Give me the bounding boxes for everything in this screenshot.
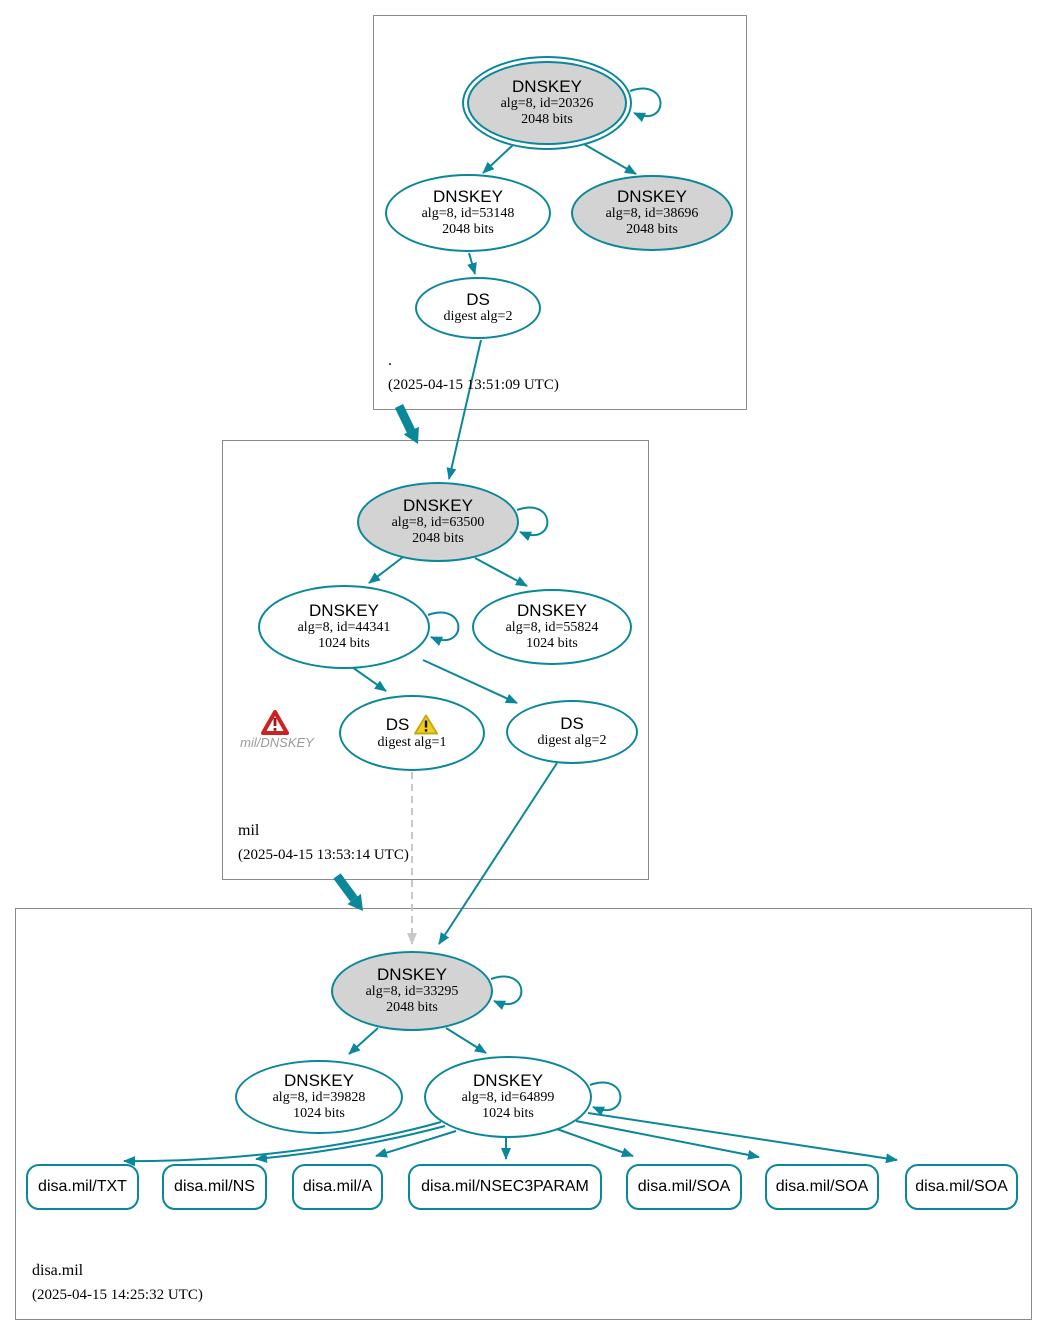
zone-timestamp-disa-mil: (2025-04-15 14:25:32 UTC) [32,1287,203,1303]
ds-node-root[interactable]: DS digest alg=2 [415,277,541,339]
zone-name-mil: mil [238,822,260,839]
node-bits: 1024 bits [293,1106,345,1122]
error-label-mil-dnskey: mil/DNSKEY [240,735,314,750]
node-bits: 1024 bits [318,636,370,652]
rrset-disa-mil-txt[interactable]: disa.mil/TXT [26,1164,139,1210]
disa-zone-edges [123,975,898,1167]
edge-20326-53148 [482,143,515,174]
error-icon [261,710,289,735]
edge-64899-soa3 [587,1112,898,1164]
edge-selfsign-20326 [629,87,662,123]
node-title: DNSKEY [309,600,379,620]
edge-selfsign-33295 [490,975,523,1010]
rrset-disa-mil-ns[interactable]: disa.mil/NS [162,1164,267,1210]
delegation-mil-disa [333,873,363,911]
node-alg-id: alg=8, id=38696 [605,206,699,222]
zone-box-disa-mil [15,908,1032,1320]
rrset-label: disa.mil/A [302,1178,373,1195]
node-bits: 2048 bits [442,222,494,238]
node-title: DNSKEY [473,1070,543,1090]
edge-20326-38696 [581,142,637,175]
edge-milds2-33295 [438,762,558,945]
dnskey-node-55824[interactable]: DNSKEY alg=8, id=55824 1024 bits [472,589,632,665]
mil-zone-edges [351,506,558,945]
dnskey-node-63500[interactable]: DNSKEY alg=8, id=63500 2048 bits [357,482,519,562]
edge-64899-txt [123,1121,442,1167]
dnskey-node-44341[interactable]: DNSKEY alg=8, id=44341 1024 bits [258,585,430,669]
ds-node-mil-alg1[interactable]: DS digest alg=1 [339,695,485,771]
rrset-label: disa.mil/NSEC3PARAM [421,1178,589,1195]
delegation-root-mil [394,404,419,444]
node-digest: digest alg=1 [377,735,447,751]
zone-box-mil [222,440,649,880]
node-alg-id: alg=8, id=55824 [505,620,599,636]
rrset-label: disa.mil/NS [174,1178,255,1195]
node-title: DS [466,289,490,309]
node-digest: digest alg=2 [537,733,607,749]
edge-63500-44341 [368,556,404,584]
edge-33295-39828 [348,1027,379,1055]
edge-64899-soa2 [575,1120,760,1160]
dnskey-node-20326[interactable]: DNSKEY alg=8, id=20326 2048 bits [462,56,632,150]
zone-name-root: . [388,352,392,369]
node-alg-id: alg=8, id=64899 [461,1090,555,1106]
node-title: DNSKEY [512,76,582,96]
rrset-disa-mil-nsec3param[interactable]: disa.mil/NSEC3PARAM [408,1164,602,1210]
node-bits: 2048 bits [412,531,464,547]
dnskey-node-39828[interactable]: DNSKEY alg=8, id=39828 1024 bits [235,1060,403,1134]
node-alg-id: alg=8, id=53148 [421,206,515,222]
root-zone-edges [446,87,662,480]
ds-node-mil-alg2[interactable]: DS digest alg=2 [506,700,638,764]
zone-name-disa-mil: disa.mil [32,1262,84,1279]
node-bits: 1024 bits [526,636,578,652]
edge-selfsign-44341 [427,611,460,646]
node-digest: digest alg=2 [443,309,513,325]
edge-selfsign-63500 [516,506,549,541]
node-alg-id: alg=8, id=44341 [297,620,391,636]
node-bits: 1024 bits [482,1106,534,1122]
node-title: DNSKEY [403,495,473,515]
dnskey-node-33295[interactable]: DNSKEY alg=8, id=33295 2048 bits [331,951,493,1031]
node-title: DNSKEY [517,600,587,620]
dnskey-node-38696[interactable]: DNSKEY alg=8, id=38696 2048 bits [571,175,733,251]
node-title: DNSKEY [433,186,503,206]
node-bits: 2048 bits [521,112,573,128]
node-title: DNSKEY [284,1070,354,1090]
warning-icon [414,714,439,735]
edge-64899-a [375,1130,457,1158]
node-title: DS [560,713,584,733]
zone-timestamp-root: (2025-04-15 13:51:09 UTC) [388,377,559,393]
rrset-disa-mil-a[interactable]: disa.mil/A [292,1164,383,1210]
node-bits: 2048 bits [386,1000,438,1016]
node-alg-id: alg=8, id=33295 [365,984,459,1000]
node-title: DNSKEY [377,964,447,984]
node-title: DS [385,714,410,734]
edge-53148-ds [467,252,477,275]
node-title: DNSKEY [617,186,687,206]
zone-box-root [373,15,747,410]
node-bits: 2048 bits [626,222,678,238]
edge-33295-64899 [445,1027,487,1054]
edge-44341-ds1 [351,666,387,692]
rrset-label: disa.mil/TXT [38,1178,127,1195]
edge-44341-ds2 [422,659,518,704]
node-alg-id: alg=8, id=20326 [500,96,594,112]
edge-selfsign-64899 [589,1081,622,1116]
node-alg-id: alg=8, id=63500 [391,515,485,531]
dnskey-node-53148[interactable]: DNSKEY alg=8, id=53148 2048 bits [385,174,551,252]
rrset-label: disa.mil/SOA [915,1178,1008,1195]
edge-63500-55824 [474,557,528,587]
dnskey-node-64899[interactable]: DNSKEY alg=8, id=64899 1024 bits [424,1056,592,1138]
edge-64899-soa1 [553,1127,634,1158]
rrset-label: disa.mil/SOA [637,1178,731,1195]
rrset-disa-mil-soa-2[interactable]: disa.mil/SOA [765,1164,879,1210]
rrset-label: disa.mil/SOA [775,1178,869,1195]
rrset-disa-mil-soa-3[interactable]: disa.mil/SOA [905,1164,1018,1210]
edge-64899-ns [255,1125,446,1163]
edge-rootds-63500 [446,339,482,480]
node-alg-id: alg=8, id=39828 [272,1090,366,1106]
rrset-disa-mil-soa-1[interactable]: disa.mil/SOA [626,1164,742,1210]
zone-timestamp-mil: (2025-04-15 13:53:14 UTC) [238,847,409,863]
